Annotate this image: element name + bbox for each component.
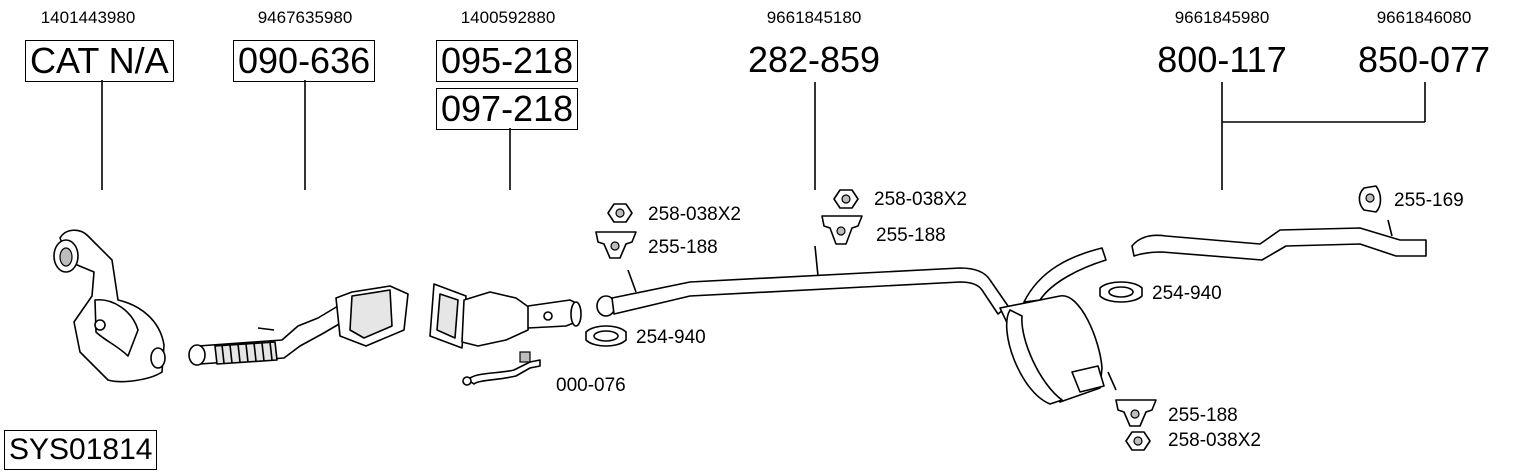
oem-number: 9661846080 — [1376, 8, 1472, 27]
fitting-label[interactable]: 254-940 — [636, 327, 706, 348]
oem-number: 9661845180 — [766, 8, 862, 27]
catalytic-converter-part — [429, 283, 582, 349]
part-number-link[interactable]: 850-077 — [1357, 39, 1491, 80]
leader-lines — [101, 80, 1426, 190]
part-number-link[interactable]: CAT N/A — [25, 40, 174, 82]
oem-number: 9467635980 — [257, 8, 353, 27]
sensor-pipe-part — [462, 351, 541, 386]
fitting-label[interactable]: 255-188 — [1168, 405, 1238, 426]
fitting-label[interactable]: 255-169 — [1394, 190, 1464, 211]
part-number-link[interactable]: 095-218 — [436, 40, 579, 82]
part-number-link[interactable]: 282-859 — [747, 39, 881, 80]
fitting-label[interactable]: 254-940 — [1152, 283, 1222, 304]
part-number-link[interactable]: 800-117 — [1157, 39, 1287, 80]
part-number-link[interactable]: 090-636 — [233, 40, 376, 82]
fitting-label[interactable]: 000-076 — [556, 375, 626, 396]
fitting-label[interactable]: 258-038X2 — [1168, 430, 1261, 451]
manifold-catalyst-part — [53, 229, 166, 383]
oem-number: 1400592880 — [460, 8, 556, 27]
part-number-link[interactable]: 097-218 — [436, 88, 579, 130]
front-pipe-part — [188, 285, 409, 366]
fittings — [585, 185, 1382, 451]
oem-number: 1401443980 — [40, 8, 136, 27]
fitting-label[interactable]: 258-038X2 — [648, 204, 741, 225]
fitting-label[interactable]: 258-038X2 — [874, 189, 967, 210]
fitting-label[interactable]: 255-188 — [876, 225, 946, 246]
rear-pipe-part — [1131, 219, 1427, 261]
fitting-label[interactable]: 255-188 — [648, 237, 718, 258]
oem-number: 9661845980 — [1174, 8, 1270, 27]
middle-pipe-part — [596, 245, 1117, 405]
system-id: SYS01814 — [4, 430, 158, 470]
